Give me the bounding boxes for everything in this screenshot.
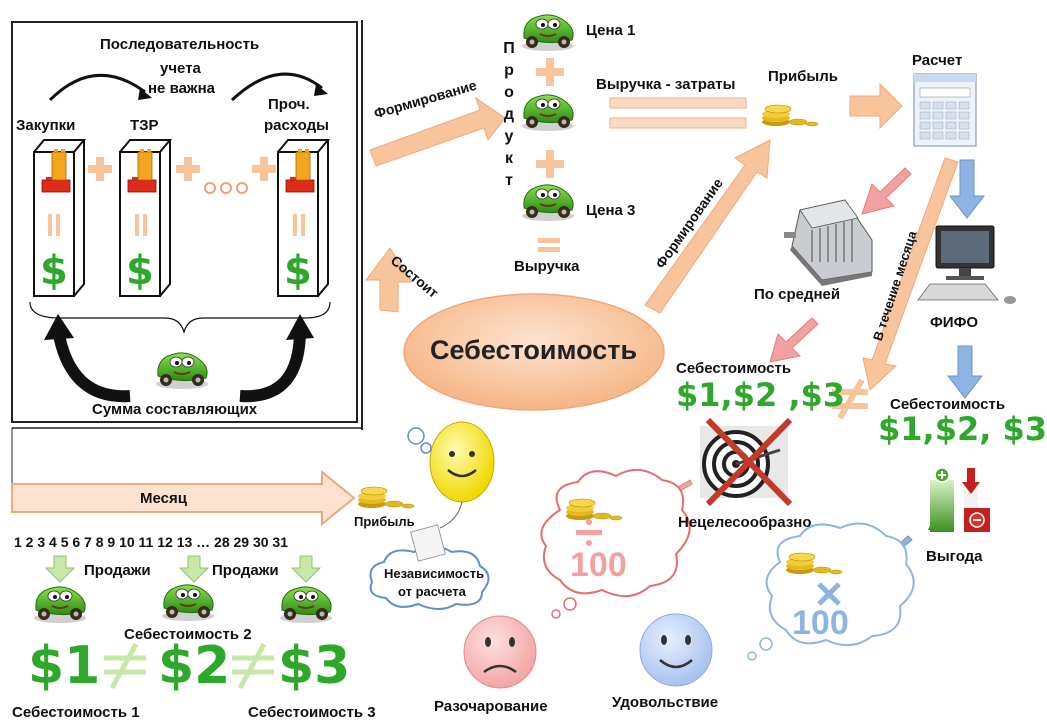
dollar-icon: $ (40, 248, 68, 294)
cost2-label: Себестоимость 2 (124, 626, 252, 643)
dollar-icon: $ (126, 248, 154, 294)
price1-label: Цена 1 (586, 22, 636, 39)
cost3-label: Себестоимость 3 (248, 704, 376, 721)
cost-fifo-label: Себестоимость (890, 396, 1006, 413)
sum-label: Сумма составляющих (92, 401, 258, 418)
sequence-title: Последовательность (100, 36, 260, 53)
cost2-value: $2 (158, 636, 231, 696)
product-letter: р (504, 62, 514, 79)
profit-small-label: Прибыль (354, 514, 415, 529)
independence-line-1: Независимость (384, 566, 485, 581)
product-letter: о (504, 84, 514, 101)
column-purchases-label: Закупки (16, 117, 76, 134)
dollar-icon: $ (284, 248, 312, 294)
hundred-multiply-value: 100 (792, 604, 849, 642)
disappointment-label: Разочарование (434, 698, 548, 715)
satisfaction-label: Удовольствие (612, 694, 719, 711)
average-label: По средней (754, 286, 841, 303)
days-row: 1 2 3 4 5 6 7 8 9 10 11 12 13 … 28 29 30… (14, 534, 289, 550)
column-tzr-label: ТЗР (130, 117, 159, 134)
product-letter: д (503, 106, 515, 123)
sales-label-2: Продажи (212, 562, 279, 579)
profit-label: Прибыль (768, 68, 838, 85)
product-letter: П (503, 40, 515, 57)
diagram-graphics (11, 13, 1016, 690)
sequence-line2: учета (160, 60, 201, 77)
cost3-value: $3 (278, 636, 351, 696)
diagram-stage: Последовательность учета не важна Закупк… (11, 13, 1047, 721)
price3-label: Цена 3 (586, 202, 636, 219)
benefit-label: Выгода (926, 548, 983, 565)
month-label: Месяц (140, 490, 187, 507)
fifo-label: ФИФО (930, 314, 979, 331)
column-other-label-2: расходы (264, 117, 329, 134)
product-vertical-label: П р о д у к т (500, 38, 518, 192)
cost-center-label: Себестоимость (430, 335, 638, 365)
independence-line-2: от расчета (398, 584, 466, 599)
product-letter: к (504, 150, 513, 167)
sequence-line3: не важна (148, 80, 215, 97)
product-letter: т (505, 172, 513, 189)
hundred-divide-value: 100 (570, 546, 627, 584)
column-other-label-1: Проч. (268, 96, 310, 113)
cost-average-values: $1,$2 ,$3 (676, 376, 846, 414)
formula-label: Выручка - затраты (596, 76, 736, 93)
revenue-label: Выручка (514, 258, 580, 275)
calc-label: Расчет (912, 52, 963, 69)
cost-fifo-values: $1,$2, $3 (878, 410, 1047, 448)
sales-label-1: Продажи (84, 562, 151, 579)
cost1-value: $1 (28, 636, 101, 696)
cost-average-label: Себестоимость (676, 360, 792, 377)
cost1-label: Себестоимость 1 (12, 704, 140, 721)
inexpedient-label: Нецелесообразно (678, 514, 812, 531)
product-letter: у (504, 128, 514, 145)
